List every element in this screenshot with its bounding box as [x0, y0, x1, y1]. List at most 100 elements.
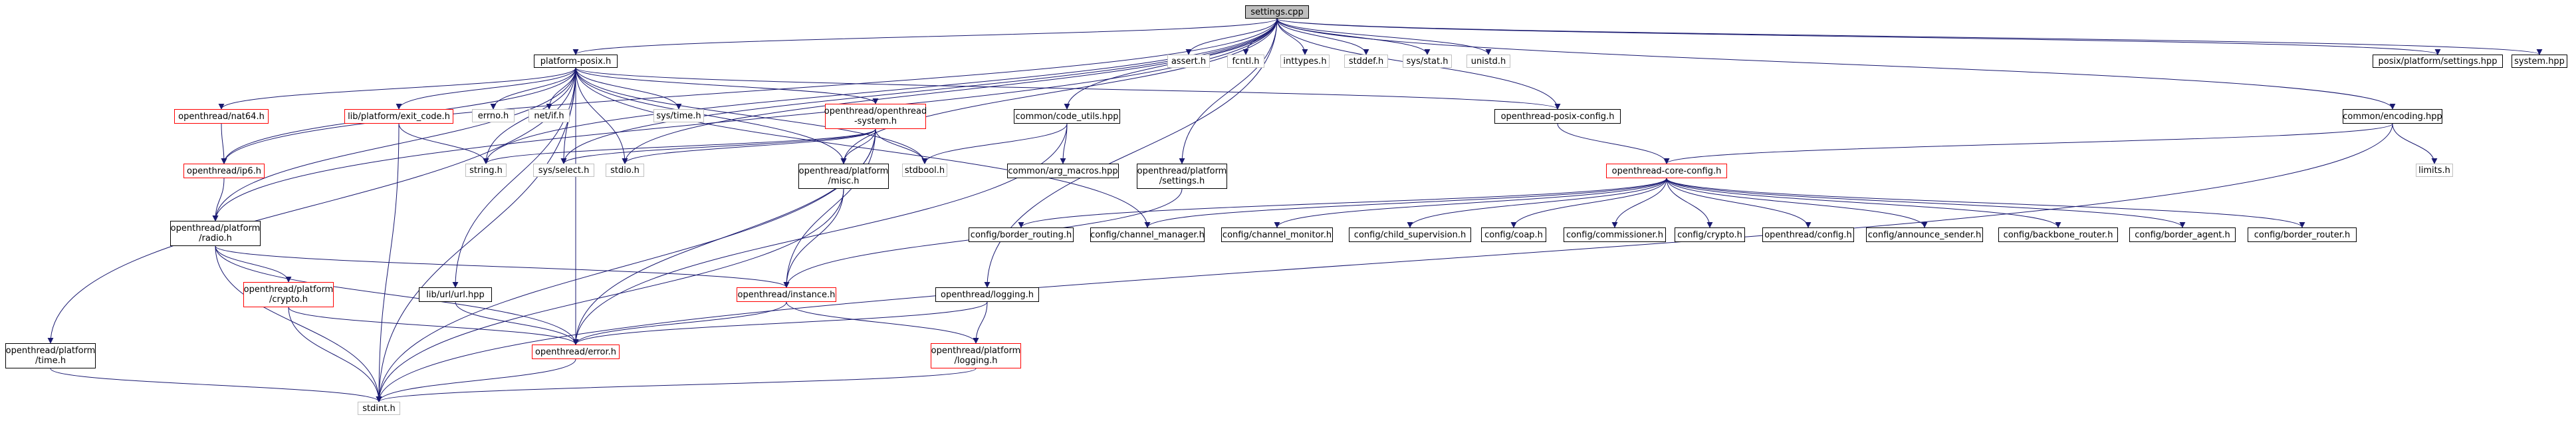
edge-ip6-h-to-ot-platform-radio-h: [212, 178, 225, 221]
edge-platform-posix-h-to-errno-h: [490, 67, 576, 110]
graph-node-cfg-border-routing-h[interactable]: config/border_routing.h: [969, 227, 1074, 242]
edge-settings-cpp-to-ot-platform-settings-h: [1179, 18, 1278, 164]
graph-node-cfg-border-router-h[interactable]: config/border_router.h: [2248, 227, 2357, 242]
edge-ot-openthread-system-h-to-string-h: [483, 128, 876, 164]
graph-node-stdbool-h: stdbool.h: [902, 164, 947, 177]
edge-settings-cpp-to-ot-platform-misc-h: [840, 18, 1278, 164]
edge-platform-posix-h-to-sys-time-h: [575, 67, 682, 110]
edge-ot-openthread-system-h-to-stdio-h: [622, 128, 876, 164]
graph-node-cfg-crypto-h[interactable]: config/crypto.h: [1675, 227, 1745, 242]
graph-node-arg-macros-hpp[interactable]: common/arg_macros.hpp: [1007, 164, 1119, 178]
edge-core-config-h-to-cfg-border-agent-h: [1666, 178, 2186, 228]
graph-node-sys-select-h: sys/select.h: [533, 164, 594, 177]
graph-node-ot-openthread-system-h[interactable]: openthread/openthread -system.h: [824, 104, 927, 129]
edge-core-config-h-to-ot-config-h: [1666, 178, 1812, 228]
edge-settings-cpp-to-assert-h: [1185, 18, 1278, 55]
graph-node-ot-instance-h[interactable]: openthread/instance.h: [737, 287, 836, 302]
graph-node-exit-code-h[interactable]: lib/platform/exit_code.h: [344, 109, 453, 124]
graph-node-cfg-commissioner-h[interactable]: config/commissioner.h: [1564, 227, 1666, 242]
graph-node-fcntl-h: fcntl.h: [1227, 55, 1264, 68]
graph-node-limits-h: limits.h: [2416, 164, 2453, 177]
edge-settings-cpp-to-unistd-h: [1276, 18, 1492, 55]
edge-core-config-h-to-cfg-crypto-h: [1666, 178, 1713, 228]
edge-nat64-h-to-ip6-h: [221, 123, 227, 164]
graph-node-code-utils-hpp[interactable]: common/code_utils.hpp: [1014, 109, 1120, 124]
edge-core-config-h-to-cfg-border-router-h: [1666, 178, 2305, 228]
graph-node-ot-config-h[interactable]: openthread/config.h: [1762, 227, 1854, 242]
graph-node-cfg-backbone-router-h[interactable]: config/backbone_router.h: [1998, 227, 2118, 242]
graph-node-core-config-h[interactable]: openthread-core-config.h: [1606, 164, 1727, 178]
graph-node-ip6-h[interactable]: openthread/ip6.h: [183, 164, 265, 178]
edge-platform-posix-h-to-ot-platform-radio-h: [212, 67, 576, 221]
edge-ot-error-h-to-stdint-h: [376, 358, 576, 402]
graph-node-inttypes-h: inttypes.h: [1280, 55, 1330, 68]
graph-node-errno-h: errno.h: [472, 109, 515, 122]
graph-node-nat64-h[interactable]: openthread/nat64.h: [174, 109, 269, 124]
edge-ot-platform-crypto-h-to-stdint-h: [288, 307, 382, 402]
edge-ot-platform-misc-h-to-ot-instance-h: [783, 188, 844, 288]
graph-node-stddef-h: stddef.h: [1344, 55, 1388, 68]
graph-node-ot-platform-radio-h[interactable]: openthread/platform /radio.h: [170, 221, 261, 246]
edge-encoding-hpp-to-core-config-h: [1663, 123, 2393, 164]
graph-node-logging-hpp[interactable]: openthread/logging.h: [935, 287, 1039, 302]
graph-node-ot-platform-misc-h[interactable]: openthread/platform /misc.h: [798, 164, 889, 189]
graph-node-platform-posix-h[interactable]: platform-posix.h: [534, 55, 618, 68]
graph-node-system-hpp[interactable]: system.hpp: [2512, 55, 2567, 68]
graph-node-url-hpp[interactable]: lib/url/url.hpp: [419, 287, 492, 302]
edge-ot-platform-misc-h-to-stdint-h: [376, 188, 844, 402]
edge-settings-cpp-to-system-hpp: [1276, 18, 2542, 55]
edge-core-config-h-to-cfg-backbone-router-h: [1666, 178, 2061, 228]
edge-ot-openthread-system-h-to-ot-platform-misc-h: [840, 128, 876, 164]
graph-node-encoding-hpp[interactable]: common/encoding.hpp: [2343, 109, 2442, 124]
graph-node-stdio-h: stdio.h: [606, 164, 644, 177]
edge-code-utils-hpp-to-stdbool-h: [921, 123, 1068, 164]
graph-node-string-h: string.h: [465, 164, 507, 177]
edge-settings-cpp-to-stdio-h: [622, 18, 1278, 164]
graph-node-sys-stat-h: sys/stat.h: [1403, 55, 1452, 68]
edge-platform-posix-h-to-stdint-h: [376, 67, 576, 402]
edge-core-config-h-to-cfg-border-routing-h: [1018, 178, 1667, 228]
edge-core-config-h-to-cfg-channel-manager-h: [1144, 178, 1667, 228]
edge-logging-hpp-to-ot-error-h: [572, 301, 988, 345]
graph-node-cfg-channel-monitor-h[interactable]: config/channel_monitor.h: [1221, 227, 1333, 242]
edge-ot-platform-radio-h-to-stdint-h: [215, 245, 382, 402]
edge-settings-cpp-to-ot-platform-radio-h: [212, 18, 1278, 221]
graph-node-cfg-border-agent-h[interactable]: config/border_agent.h: [2129, 227, 2236, 242]
graph-node-ot-error-h[interactable]: openthread/error.h: [532, 345, 620, 359]
edge-platform-posix-h-to-ot-platform-misc-h: [575, 67, 847, 164]
edge-settings-cpp-to-stddef-h: [1276, 18, 1369, 55]
edge-core-config-h-to-cfg-coap-h: [1510, 178, 1667, 228]
edge-platform-posix-h-to-exit-code-h: [396, 67, 576, 110]
graph-node-cfg-channel-manager-h[interactable]: config/channel_manager.h: [1090, 227, 1205, 242]
edge-settings-cpp-to-ip6-h: [221, 18, 1278, 164]
edge-platform-posix-h-to-stdbool-h: [575, 67, 928, 164]
graph-node-ot-platform-crypto-h[interactable]: openthread/platform /crypto.h: [243, 282, 334, 307]
edge-ot-platform-radio-h-to-ot-error-h: [215, 245, 579, 345]
graph-node-net-if-h: net/if.h: [528, 109, 570, 122]
edge-settings-cpp-to-inttypes-h: [1276, 18, 1308, 55]
edge-ot-platform-crypto-h-to-ot-error-h: [288, 307, 579, 345]
graph-node-cfg-announce-sender-h[interactable]: config/announce_sender.h: [1866, 227, 1983, 242]
graph-node-posix-config-h[interactable]: openthread-posix-config.h: [1494, 109, 1621, 124]
edge-core-config-h-to-cfg-child-supervision-h: [1407, 178, 1667, 228]
edge-posix-config-h-to-core-config-h: [1557, 123, 1670, 164]
edge-settings-cpp-to-encoding-hpp: [1276, 18, 2396, 110]
graph-node-ot-platform-logging-h[interactable]: openthread/platform /logging.h: [931, 343, 1021, 368]
graph-node-cfg-child-supervision-h[interactable]: config/child_supervision.h: [1349, 227, 1471, 242]
edge-encoding-hpp-to-stdint-h: [376, 123, 2393, 402]
graph-node-posix-platform-settings-hpp[interactable]: posix/platform/settings.hpp: [2373, 55, 2503, 68]
edge-core-config-h-to-cfg-commissioner-h: [1611, 178, 1667, 228]
graph-node-ot-platform-settings-h[interactable]: openthread/platform /settings.h: [1137, 164, 1227, 189]
edge-platform-posix-h-to-url-hpp: [452, 67, 576, 288]
edge-ot-openthread-system-h-to-sys-select-h: [560, 128, 876, 164]
graph-node-assert-h: assert.h: [1167, 55, 1210, 68]
graph-node-stdint-h: stdint.h: [358, 402, 400, 415]
graph-node-cfg-coap-h[interactable]: config/coap.h: [1481, 227, 1546, 242]
graph-node-unistd-h: unistd.h: [1466, 55, 1510, 68]
edge-exit-code-h-to-string-h: [398, 123, 489, 164]
edge-core-config-h-to-cfg-channel-monitor-h: [1274, 178, 1667, 228]
graph-node-ot-platform-time-h[interactable]: openthread/platform /time.h: [5, 343, 96, 368]
edge-settings-cpp-to-string-h: [483, 18, 1278, 164]
